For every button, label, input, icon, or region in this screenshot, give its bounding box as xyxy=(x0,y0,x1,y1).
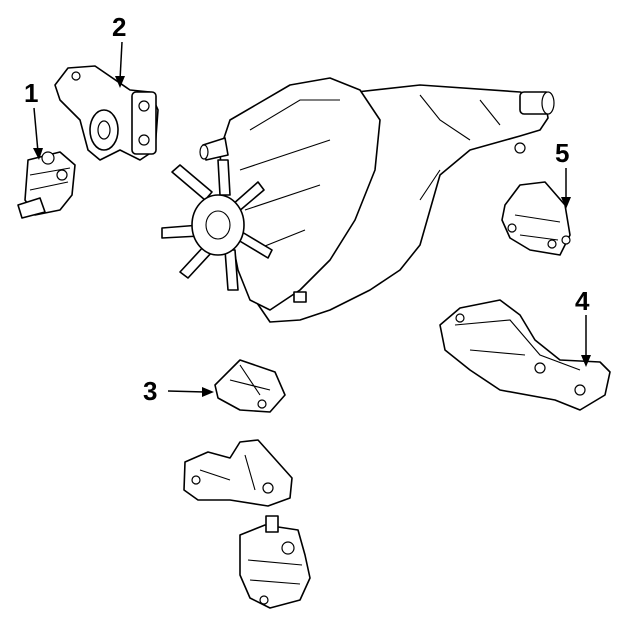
leader-3 xyxy=(167,390,206,393)
callout-2: 2 xyxy=(112,12,127,42)
callout-1: 1 xyxy=(24,78,39,108)
leader-5-arrowhead xyxy=(561,197,571,209)
leader-2-arrowhead xyxy=(115,76,125,88)
part-2-mount-bracket xyxy=(54,65,159,161)
lower-mount-bracket xyxy=(183,439,293,507)
leader-2 xyxy=(119,41,123,81)
leader-1-arrowhead xyxy=(33,148,43,160)
part-1-mount-insulator xyxy=(17,151,76,219)
cooling-fan xyxy=(161,159,273,291)
leader-1 xyxy=(33,107,39,153)
leader-4-arrowhead xyxy=(581,355,591,367)
part-5-rear-mount xyxy=(501,181,571,256)
lower-mount-insulator xyxy=(239,515,311,609)
part-4-crossmember xyxy=(439,299,611,411)
callout-4: 4 xyxy=(575,286,590,316)
callout-5: 5 xyxy=(555,138,570,168)
leader-3-arrowhead xyxy=(202,387,214,397)
callout-3: 3 xyxy=(143,376,158,406)
callout-leaders xyxy=(33,41,591,397)
part-3-mount-plate xyxy=(214,359,286,413)
